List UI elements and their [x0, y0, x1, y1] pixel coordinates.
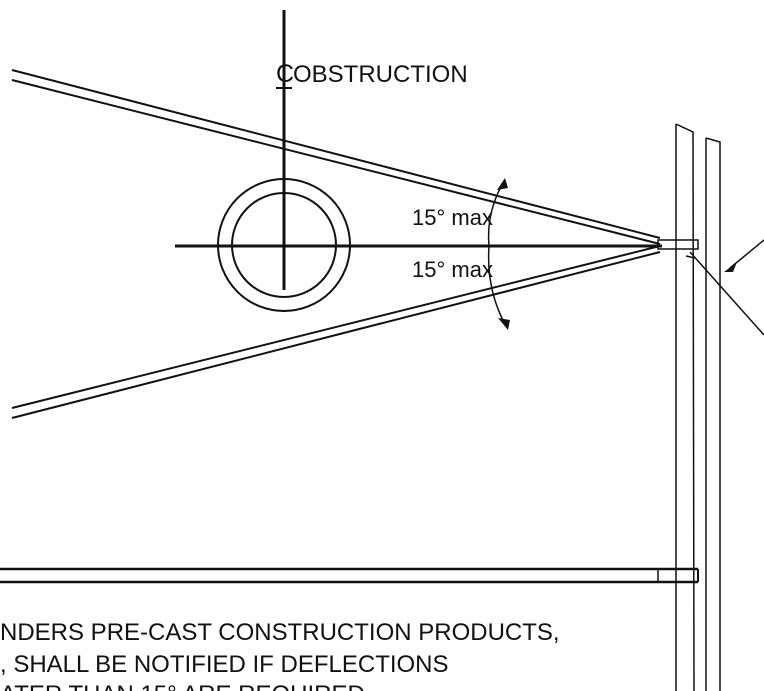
note-line-3: ATER THAN 15° ARE REQUIRED: [0, 681, 365, 691]
wall-dimension-leader: [685, 239, 764, 336]
note-line-1: NDERS PRE-CAST CONSTRUCTION PRODUCTS,: [0, 619, 560, 646]
pipe-outlet-stub: [657, 239, 699, 250]
obstruction-label: OBSTRUCTION: [293, 61, 468, 88]
centerline-symbol: C: [276, 60, 294, 88]
lower-deflected-pipe: [11, 245, 661, 419]
angle-label-lower: 15° max: [412, 257, 493, 282]
wall-panel: [675, 123, 721, 691]
bottom-straight-pipe: [0, 567, 699, 584]
note-line-2: , SHALL BE NOTIFIED IF DEFLECTIONS: [0, 651, 449, 678]
arrowhead-upper-icon: [497, 178, 508, 190]
upper-deflected-pipe: [11, 69, 661, 245]
arrowhead-lower-icon: [498, 318, 510, 330]
leader-arrowhead-icon: [724, 262, 737, 272]
angle-label-upper: 15° max: [412, 205, 493, 230]
